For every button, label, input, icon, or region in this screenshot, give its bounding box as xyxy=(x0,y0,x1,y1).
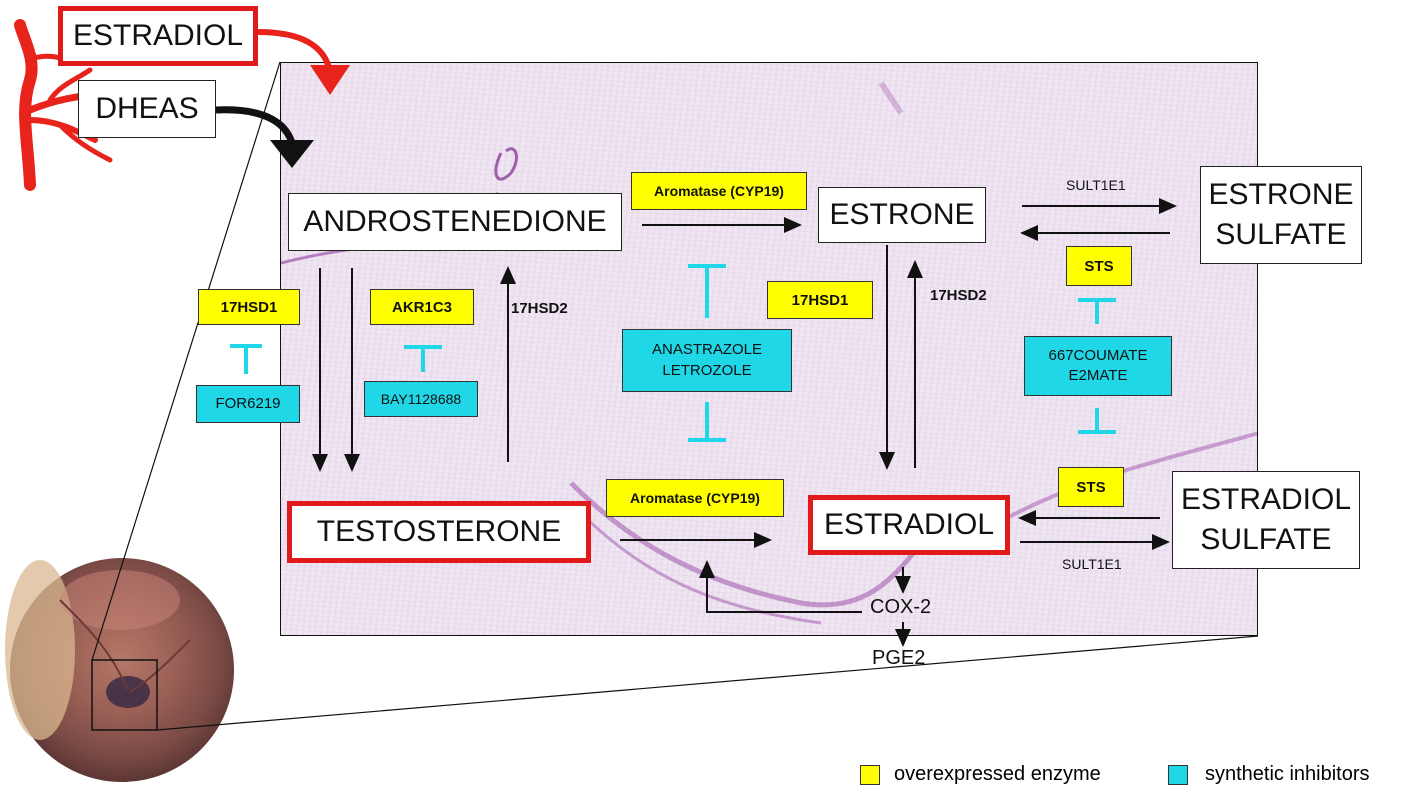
label-sult1e1-top: SULT1E1 xyxy=(1066,177,1126,193)
legend-label-overexpressed: overexpressed enzyme xyxy=(894,763,1101,785)
estrone-sulfate-box: ESTRONE SULFATE xyxy=(1200,166,1362,264)
input-dheas: DHEAS xyxy=(78,80,216,138)
inhibitor-bay1128688: BAY1128688 xyxy=(364,381,478,417)
estrone-sulfate-line1: ESTRONE xyxy=(1208,177,1354,211)
inhibitor-667coumate: 667COUMATE xyxy=(1048,346,1148,364)
legend-swatch-inhibitors xyxy=(1168,765,1188,785)
inhibitor-letrozole: LETROZOLE xyxy=(662,361,752,379)
estradiol-sulfate-line2: SULFATE xyxy=(1200,523,1332,556)
inhibitor-anastrazole: ANASTRAZOLE xyxy=(651,341,763,359)
enzyme-akr1c3: AKR1C3 xyxy=(370,289,474,325)
estradiol-sulfate-box: ESTRADIOL SULFATE xyxy=(1172,471,1360,569)
estradiol-sulfate-line1: ESTRADIOL xyxy=(1180,482,1352,516)
label-17hsd2-left: 17HSD2 xyxy=(511,300,568,317)
estrone-sulfate-line2: SULFATE xyxy=(1215,218,1347,251)
enzyme-17hsd1-mid: 17HSD1 xyxy=(767,281,873,319)
legend: overexpressed enzyme synthetic inhibitor… xyxy=(860,762,1417,792)
legend-swatch-overexpressed xyxy=(860,765,880,785)
estradiol-box: ESTRADIOL xyxy=(808,495,1010,555)
inhibitor-anastrazole-letrozole: ANASTRAZOLE LETROZOLE xyxy=(622,329,792,392)
enzyme-aromatase-bottom: Aromatase (CYP19) xyxy=(606,479,784,517)
enzyme-aromatase-top: Aromatase (CYP19) xyxy=(631,172,807,210)
enzyme-17hsd1-left: 17HSD1 xyxy=(198,289,300,325)
zoom-region xyxy=(91,659,158,731)
enzyme-sts-top: STS xyxy=(1066,246,1132,286)
label-cox2: COX-2 xyxy=(870,596,932,618)
inhibitor-coumate-e2mate: 667COUMATE E2MATE xyxy=(1024,336,1172,396)
input-estradiol: ESTRADIOL xyxy=(58,6,258,66)
enzyme-sts-bottom: STS xyxy=(1058,467,1124,507)
testosterone-box: TESTOSTERONE xyxy=(287,501,591,563)
inhibitor-for6219: FOR6219 xyxy=(196,385,300,423)
label-pge2: PGE2 xyxy=(872,647,926,669)
androstenedione-box: ANDROSTENEDIONE xyxy=(288,193,622,251)
inhibitor-e2mate: E2MATE xyxy=(1068,367,1128,384)
legend-label-inhibitors: synthetic inhibitors xyxy=(1205,763,1370,785)
estrone-box: ESTRONE xyxy=(818,187,986,243)
label-sult1e1-bottom: SULT1E1 xyxy=(1062,556,1122,572)
label-17hsd2-right: 17HSD2 xyxy=(930,287,987,304)
